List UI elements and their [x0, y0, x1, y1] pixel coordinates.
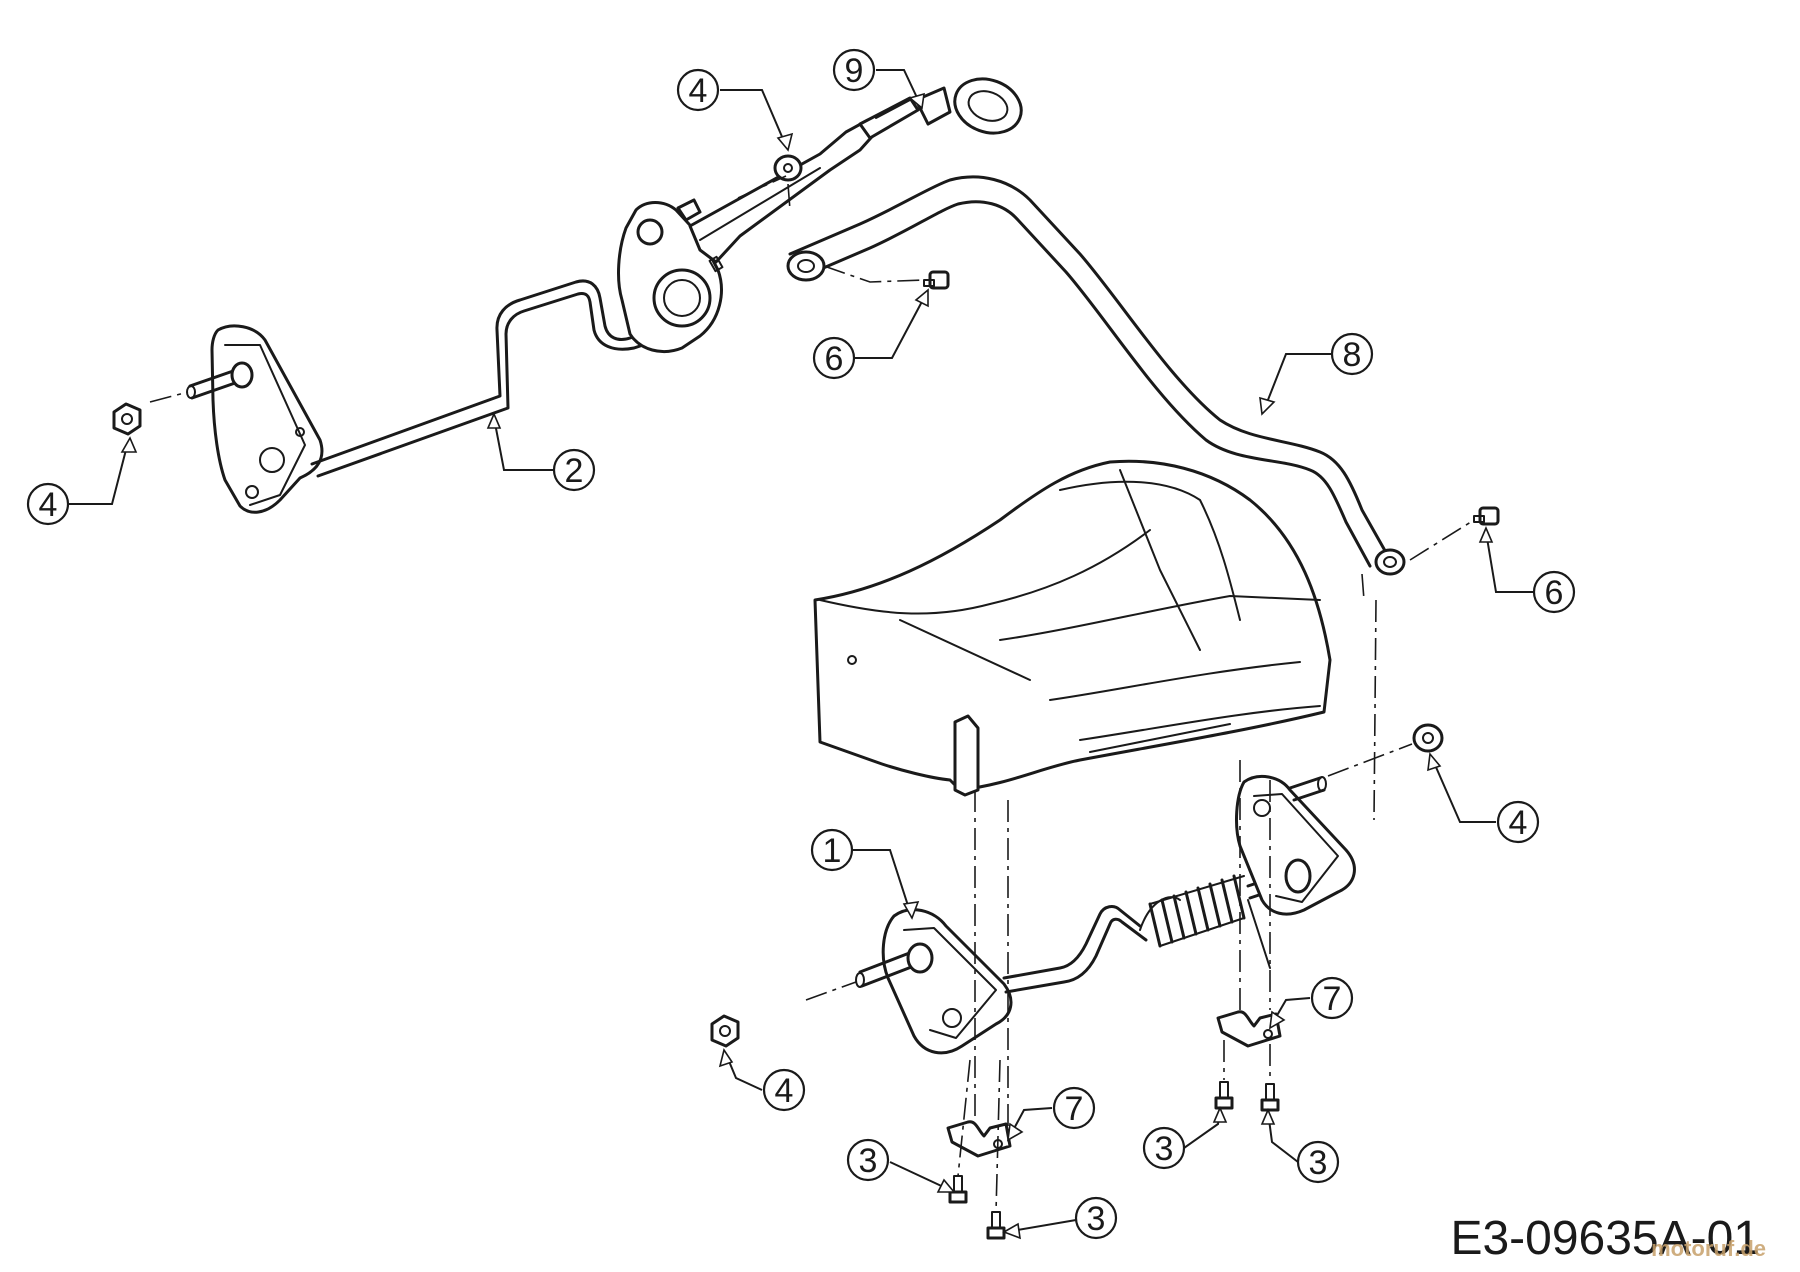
callout-4b: 4	[676, 68, 794, 152]
svg-text:7: 7	[1323, 980, 1342, 1018]
screw-3	[1214, 1081, 1234, 1110]
svg-text:7: 7	[1065, 1090, 1084, 1128]
svg-text:6: 6	[825, 340, 844, 378]
svg-text:6: 6	[1545, 574, 1564, 612]
washer-right	[1412, 723, 1444, 753]
lever-grip	[914, 77, 1023, 135]
watermark-logo: motoruf.de	[1651, 1236, 1766, 1261]
nut-left-upper	[112, 402, 142, 436]
bow-handle	[786, 175, 1406, 576]
svg-text:2: 2	[565, 452, 584, 490]
callout-4d: 4	[718, 1048, 806, 1112]
svg-text:4: 4	[39, 486, 58, 524]
svg-text:8: 8	[1343, 336, 1362, 374]
svg-text:3: 3	[1087, 1200, 1106, 1238]
svg-text:4: 4	[775, 1072, 794, 1110]
callout-3b: 3	[1002, 1196, 1118, 1240]
callout-4a: 4	[26, 436, 138, 526]
clip-lower-left	[946, 1120, 1012, 1158]
callout-6b: 6	[1478, 525, 1576, 614]
screw-2	[986, 1211, 1006, 1240]
rear-axle-bracket-left	[186, 324, 324, 514]
assembly-lines	[149, 175, 1475, 1213]
callout-4c: 4	[1427, 752, 1540, 844]
height-adjust-lever	[617, 96, 920, 353]
callout-1: 1	[810, 828, 920, 920]
bolt-right	[1473, 506, 1500, 526]
screw-4	[1260, 1083, 1280, 1112]
callout-7b: 7	[1269, 976, 1354, 1030]
callout-2: 2	[486, 411, 596, 492]
clip-right	[1216, 1010, 1282, 1048]
diagram-reference-code: E3-09635A-01	[1450, 1212, 1760, 1265]
svg-text:3: 3	[1155, 1130, 1174, 1168]
callout-3a: 3	[846, 1138, 956, 1193]
callout-3d: 3	[1260, 1107, 1340, 1184]
spring	[1139, 874, 1271, 969]
washer-top	[773, 154, 803, 182]
mower-deck	[813, 459, 1332, 797]
svg-text:3: 3	[859, 1142, 878, 1180]
svg-text:1: 1	[823, 832, 842, 870]
callout-3c: 3	[1142, 1105, 1228, 1170]
callout-6a: 6	[812, 288, 929, 380]
svg-text:4: 4	[689, 72, 708, 110]
callout-8: 8	[1259, 332, 1374, 416]
nut-left-lower	[710, 1014, 740, 1048]
front-axle-assembly	[855, 774, 1356, 1055]
svg-text:4: 4	[1509, 804, 1528, 842]
svg-text:3: 3	[1309, 1144, 1328, 1182]
svg-text:9: 9	[845, 52, 864, 90]
axle-rod	[310, 279, 666, 478]
bolt-upper	[923, 270, 950, 290]
callout-7a: 7	[1007, 1086, 1096, 1142]
callout-9: 9	[832, 48, 925, 110]
